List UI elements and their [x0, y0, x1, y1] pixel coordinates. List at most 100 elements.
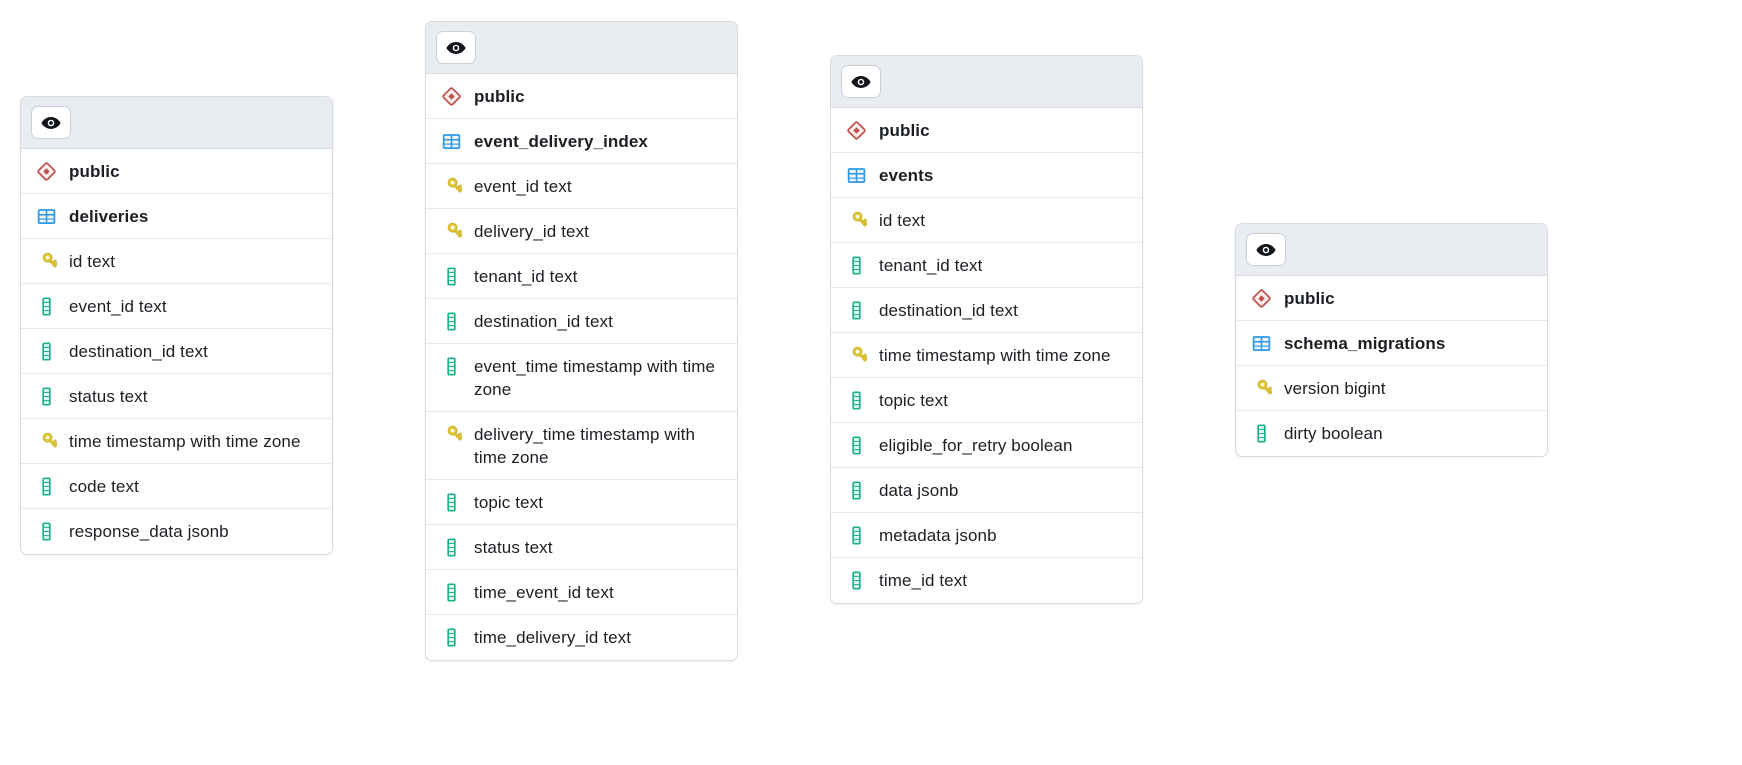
- column-row[interactable]: event_time timestamp with time zone: [426, 344, 737, 412]
- schema-name-label: public: [69, 162, 120, 181]
- table-name[interactable]: deliveries: [21, 194, 332, 239]
- column-row[interactable]: tenant_id text: [426, 254, 737, 299]
- visibility-toggle-button[interactable]: [31, 106, 71, 139]
- schema-diamond-icon: [845, 118, 867, 142]
- table-grid-icon: [1250, 331, 1272, 355]
- column-row-label: time_event_id text: [474, 583, 614, 602]
- column-row-label: data jsonb: [879, 481, 959, 500]
- column-row[interactable]: dirty boolean: [1236, 411, 1547, 456]
- schema-name[interactable]: public: [426, 74, 737, 119]
- eye-icon: [445, 37, 467, 59]
- column-row[interactable]: id text: [21, 239, 332, 284]
- column-icon: [1250, 421, 1272, 445]
- column-row[interactable]: response_data jsonb: [21, 509, 332, 554]
- column-row-label: topic text: [474, 493, 544, 512]
- column-row-label: delivery_id text: [474, 222, 589, 241]
- column-icon: [35, 474, 57, 498]
- column-row[interactable]: time_event_id text: [426, 570, 737, 615]
- column-row[interactable]: time_id text: [831, 558, 1142, 603]
- schema-diamond-icon: [440, 84, 462, 108]
- column-row[interactable]: time_delivery_id text: [426, 615, 737, 660]
- column-row[interactable]: delivery_time timestamp with time zone: [426, 412, 737, 480]
- table-name[interactable]: events: [831, 153, 1142, 198]
- schema-diamond-icon: [1250, 286, 1272, 310]
- column-row-label: time timestamp with time zone: [69, 432, 301, 451]
- column-icon: [440, 354, 462, 378]
- column-row[interactable]: code text: [21, 464, 332, 509]
- table-name[interactable]: event_delivery_index: [426, 119, 737, 164]
- eye-icon: [1255, 239, 1277, 261]
- eye-icon: [850, 71, 872, 93]
- column-row[interactable]: data jsonb: [831, 468, 1142, 513]
- visibility-toggle-button[interactable]: [436, 31, 476, 64]
- table-card-events[interactable]: public events id text tenant_id text destina…: [830, 55, 1143, 604]
- key-icon: [35, 249, 57, 273]
- card-header: [21, 97, 332, 149]
- column-row[interactable]: destination_id text: [426, 299, 737, 344]
- visibility-toggle-button[interactable]: [1246, 233, 1286, 266]
- column-row-label: dirty boolean: [1284, 424, 1383, 443]
- column-row-label: tenant_id text: [879, 256, 983, 275]
- column-row[interactable]: eligible_for_retry boolean: [831, 423, 1142, 468]
- eye-icon: [40, 112, 62, 134]
- column-row-label: time_id text: [879, 571, 968, 590]
- column-row[interactable]: status text: [21, 374, 332, 419]
- column-row-label: status text: [69, 387, 148, 406]
- column-icon: [35, 294, 57, 318]
- key-icon: [440, 422, 462, 446]
- card-header: [1236, 224, 1547, 276]
- column-row[interactable]: topic text: [426, 480, 737, 525]
- column-icon: [845, 523, 867, 547]
- schema-name-label: public: [879, 121, 930, 140]
- column-row[interactable]: topic text: [831, 378, 1142, 423]
- column-row[interactable]: version bigint: [1236, 366, 1547, 411]
- column-icon: [845, 388, 867, 412]
- key-icon: [440, 219, 462, 243]
- table-card-deliveries[interactable]: public deliveries id text event_id text dest…: [20, 96, 333, 555]
- schema-diamond-icon: [35, 159, 57, 183]
- column-row-label: topic text: [879, 391, 949, 410]
- table-name-label: schema_migrations: [1284, 334, 1446, 353]
- column-row[interactable]: status text: [426, 525, 737, 570]
- column-row[interactable]: delivery_id text: [426, 209, 737, 254]
- column-row-label: time timestamp with time zone: [879, 346, 1111, 365]
- column-row[interactable]: metadata jsonb: [831, 513, 1142, 558]
- column-icon: [35, 339, 57, 363]
- column-icon: [440, 264, 462, 288]
- column-row[interactable]: tenant_id text: [831, 243, 1142, 288]
- column-row[interactable]: id text: [831, 198, 1142, 243]
- table-grid-icon: [845, 163, 867, 187]
- schema-name[interactable]: public: [831, 108, 1142, 153]
- table-name-label: events: [879, 166, 934, 185]
- card-header: [831, 56, 1142, 108]
- key-icon: [845, 208, 867, 232]
- schema-name[interactable]: public: [1236, 276, 1547, 321]
- column-row[interactable]: time timestamp with time zone: [21, 419, 332, 464]
- column-icon: [440, 580, 462, 604]
- column-row-label: eligible_for_retry boolean: [879, 436, 1073, 455]
- column-row[interactable]: destination_id text: [21, 329, 332, 374]
- column-row-label: delivery_time timestamp with time zone: [474, 425, 696, 467]
- table-name[interactable]: schema_migrations: [1236, 321, 1547, 366]
- column-icon: [845, 253, 867, 277]
- schema-name[interactable]: public: [21, 149, 332, 194]
- column-icon: [845, 298, 867, 322]
- column-icon: [35, 519, 57, 543]
- key-icon: [35, 429, 57, 453]
- visibility-toggle-button[interactable]: [841, 65, 881, 98]
- column-icon: [845, 568, 867, 592]
- column-row[interactable]: time timestamp with time zone: [831, 333, 1142, 378]
- table-grid-icon: [35, 204, 57, 228]
- column-row-label: status text: [474, 538, 553, 557]
- table-name-label: deliveries: [69, 207, 149, 226]
- column-row-label: event_id text: [69, 297, 167, 316]
- column-row-label: time_delivery_id text: [474, 628, 632, 647]
- column-icon: [845, 433, 867, 457]
- column-row[interactable]: destination_id text: [831, 288, 1142, 333]
- column-icon: [845, 478, 867, 502]
- column-row[interactable]: event_id text: [21, 284, 332, 329]
- column-row[interactable]: event_id text: [426, 164, 737, 209]
